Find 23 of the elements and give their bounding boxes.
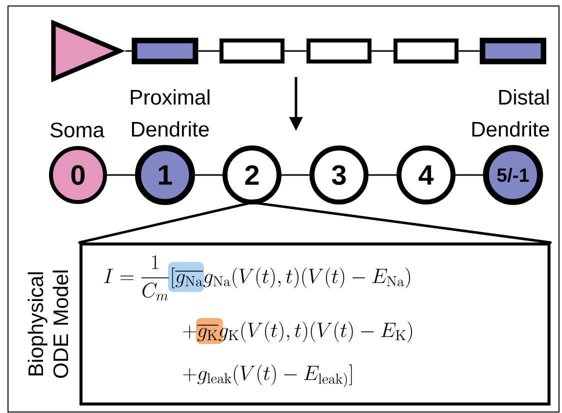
connector-line (195, 174, 222, 176)
compartment-label: Distal Dendrite (472, 89, 550, 137)
connector-line (368, 174, 396, 176)
equation-line: $+\overline{g_{\mathrm{K}}} g_{\mathrm{K}}(V(t),t)(V(t)-E_{\mathrm{K}})$ (183, 318, 412, 344)
compartment-label: Soma (50, 122, 104, 138)
connector-line (372, 50, 394, 52)
segment-box (306, 38, 372, 64)
equation-line: $+g_{\mathrm{leak}}(V(t)-E_{\mathrm{leak)}}]$ (183, 364, 352, 388)
segment-box (132, 38, 198, 64)
compartment-label: Proximal Dendrite (130, 89, 210, 137)
zoom-lines (78, 201, 552, 244)
connector-line (125, 50, 132, 52)
connector-line (282, 174, 310, 176)
segment-box (220, 38, 284, 64)
connector-line (458, 50, 480, 52)
connector-line (107, 174, 135, 176)
connector-line (198, 50, 220, 52)
segment-box (394, 38, 458, 64)
connector-line (284, 50, 306, 52)
equation-line: $I = \frac{1}{C_m}[\overline{g_{\mathrm{Na}}} g_{\mathrm{Na}}(V(t),t)(V(t)-E_{\mathrm{Na}})$ (104, 255, 410, 300)
box-heading: Biophysical ODE Model (28, 270, 68, 378)
segment-box (480, 38, 546, 64)
connector-line (456, 174, 483, 176)
